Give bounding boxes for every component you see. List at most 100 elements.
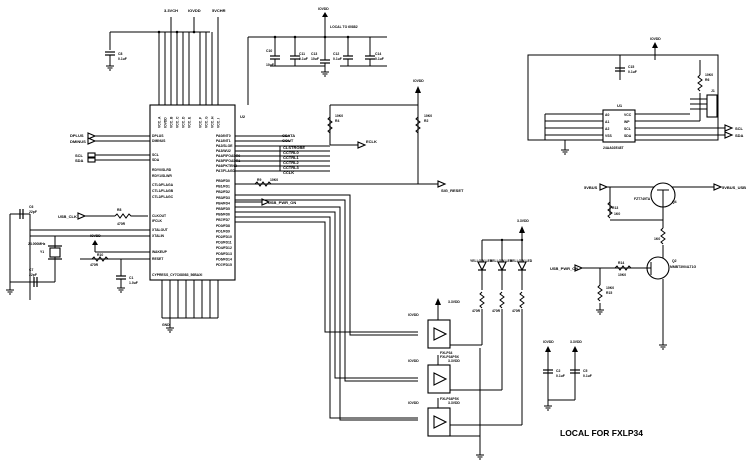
eeprom-pin: VSS bbox=[605, 134, 613, 138]
q2-ref: Q2 bbox=[672, 259, 677, 263]
r18-val: 470R bbox=[492, 309, 501, 313]
c8-val: 0.1uF bbox=[118, 57, 127, 61]
net-cctrl2: CCTRL2 bbox=[283, 160, 300, 165]
r15-ref: R15 bbox=[606, 291, 612, 295]
d1-label: YELLOW LED bbox=[470, 259, 493, 263]
u5-label: FXLP34P5X bbox=[440, 397, 460, 401]
r8-val: 470R bbox=[117, 222, 126, 226]
chip-left-pin: XTALIN bbox=[152, 234, 165, 238]
crystal-freq: 24.000MHz bbox=[28, 242, 46, 246]
net-usb-pwr-on: USB_PWR_ON bbox=[268, 200, 296, 205]
chip-top-pin: VCC_I bbox=[217, 118, 221, 128]
chip-right-pin: PD0/FD8 bbox=[216, 224, 230, 228]
chip-right-pin: PA4/FIFOADR0 bbox=[216, 154, 240, 158]
rail-drv-1: 3.3VDD bbox=[448, 300, 460, 304]
chip-right-pin: PA5/FIFOADR1 bbox=[216, 159, 240, 163]
net-cout: COUT bbox=[282, 138, 294, 143]
c5-val: 0.1uF bbox=[583, 374, 592, 378]
r6-ref: R6 bbox=[705, 78, 709, 82]
rail-led: 3.3VDD bbox=[517, 219, 529, 223]
chip-left-pins: DPLUSDMINUSSCLSDARDY0/SLRDRDY1/SLWRCTL0/… bbox=[152, 134, 174, 261]
r16-val: 1K0 bbox=[654, 237, 660, 241]
r2-val: 10K0 bbox=[424, 114, 432, 118]
rail-label-iovdd: IOVDD bbox=[188, 8, 201, 13]
chip-left-pin: SCL bbox=[152, 153, 159, 157]
chip-left-pin: RDY1/SLWR bbox=[152, 174, 172, 178]
c12-ref: C12 bbox=[333, 52, 339, 56]
chip-right-pin: PB3/FD3 bbox=[216, 196, 230, 200]
net-cclk: CCLK bbox=[283, 170, 294, 175]
c8-ref: C8 bbox=[118, 52, 122, 56]
rail-label-5v: 5VCHR bbox=[212, 8, 226, 13]
c2-ref: C2 bbox=[556, 369, 560, 373]
net-cstrobe: CLSTROBE bbox=[283, 145, 305, 150]
net-sda: SDA bbox=[75, 158, 84, 163]
chip-left-pin: CTL0/FLAGA bbox=[152, 183, 174, 187]
local-note: LOCAL FOR FXLP34 bbox=[560, 428, 643, 438]
d3-label: YELLOW LED bbox=[510, 259, 533, 263]
rail-io-u4: IOVDD bbox=[408, 359, 419, 363]
rail-io-u3: IOVDD bbox=[408, 313, 419, 317]
chip-left-pin: SDA bbox=[152, 158, 160, 162]
chip-right-pin: PD5/FD13 bbox=[216, 252, 232, 256]
crystal-ref: Y1 bbox=[40, 250, 44, 254]
chip-left-pin: CTL1/FLAGB bbox=[152, 189, 174, 193]
eeprom-block: IOVDD C15 0.1uF U1 24AA02E48T A0A1A2VSSV… bbox=[527, 37, 744, 155]
c13-ref: C13 bbox=[311, 52, 317, 56]
r6-val: 10K0 bbox=[705, 73, 713, 77]
net-csata: CSATA bbox=[282, 133, 295, 138]
chip-left-pin: IFCLK bbox=[152, 219, 163, 223]
q4-val: FZT749TA bbox=[634, 197, 651, 201]
j1-ref: J1 bbox=[711, 89, 715, 93]
rail-drv-2: 3.3VDD bbox=[448, 359, 460, 363]
eeprom-pin: A1 bbox=[605, 120, 609, 124]
q4-ref: Q4 bbox=[672, 200, 677, 204]
eeprom-pin: VCC bbox=[624, 113, 632, 117]
net-usb-clk: USB_CLK bbox=[58, 214, 77, 219]
r10-ref: R10 bbox=[97, 253, 103, 257]
net-vbus-out: 5VBUS_USB bbox=[722, 185, 746, 190]
c6-ref: C6 bbox=[29, 205, 33, 209]
chip-left-pin: CLKOUT bbox=[152, 214, 167, 218]
net-cctrl3: CCTRL3 bbox=[283, 165, 300, 170]
chip-right-pin: PB6/FD6 bbox=[216, 213, 230, 217]
chip-right-pin: PD1/FD9 bbox=[216, 229, 230, 233]
chip-gnd: GND bbox=[162, 323, 170, 327]
rail-io-left: IOVDD bbox=[90, 234, 101, 238]
chip-top-pin: VCC_A bbox=[158, 116, 162, 128]
chip-right-pin: PA7/FLAGD bbox=[216, 169, 236, 173]
c13-val: 10uF bbox=[311, 57, 319, 61]
c1-val: 1.0uF bbox=[129, 281, 138, 285]
chip-top-pin: VCC_B bbox=[170, 116, 174, 128]
chip-right-pin: PD7/FD15 bbox=[216, 263, 232, 267]
c10-val: 10uF bbox=[266, 63, 274, 67]
r8-ref: R8 bbox=[117, 208, 121, 212]
r10-val: 470R bbox=[90, 263, 99, 267]
c11-ref: C11 bbox=[299, 52, 305, 56]
c6-val: 22pF bbox=[29, 210, 37, 214]
rail-label-ioc2: IOVDD bbox=[318, 7, 329, 11]
rail-label-iovdd-r2: IOVDD bbox=[413, 79, 424, 83]
r4-val: 10K0 bbox=[335, 114, 343, 118]
u1-val: 24AA02E48T bbox=[603, 146, 624, 150]
chip-top-pin: IOVDD bbox=[164, 117, 168, 128]
c14-ref: C14 bbox=[375, 52, 381, 56]
chip-top-pin: VCC_D bbox=[182, 116, 186, 128]
r9-ref: R9 bbox=[257, 178, 261, 182]
r4-ref: R4 bbox=[335, 119, 339, 123]
chip-right-pins: PA0/INT0PA1/INT1PA2/SLOEPA3/WU2PA4/FIFOA… bbox=[216, 134, 240, 267]
r13-ref: R13 bbox=[612, 206, 618, 210]
net-dplus: DPLUS bbox=[70, 133, 84, 138]
chip-right-pin: PB5/FD5 bbox=[216, 207, 230, 211]
eeprom-pin: SCL bbox=[624, 127, 631, 131]
chip-right-pin: PA0/INT0 bbox=[216, 134, 231, 138]
r14-ref: R14 bbox=[618, 261, 624, 265]
r14-val: 10K0 bbox=[618, 273, 626, 277]
c12-val: 0.1uF bbox=[333, 57, 342, 61]
net-vbus-in: 5VBUS bbox=[584, 185, 598, 190]
usb-power-switch: 5VBUS 1K0 R13 FZT749TA Q4 5VBUS_USB 1K0 … bbox=[550, 182, 746, 350]
chip-right-pin: PB4/FD4 bbox=[216, 201, 230, 205]
